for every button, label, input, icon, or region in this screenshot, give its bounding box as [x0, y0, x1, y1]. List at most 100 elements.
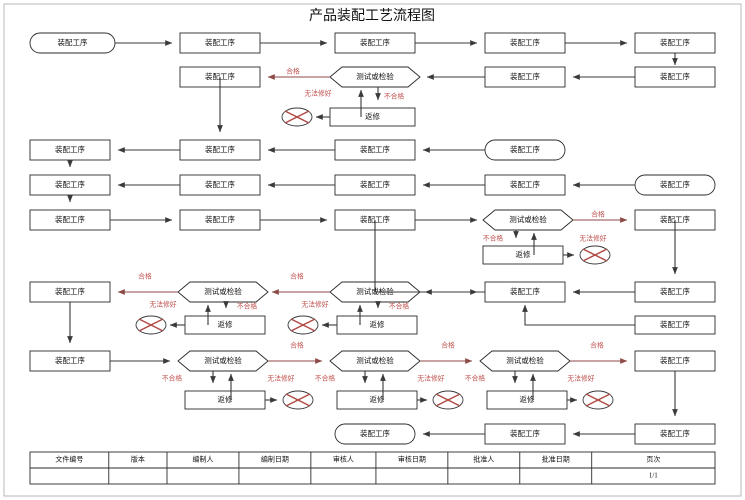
- flow-node[interactable]: 装配工序: [484, 281, 566, 303]
- flow-node[interactable]: 返修: [184, 315, 266, 335]
- footer-header-cell: 审核人: [333, 455, 354, 464]
- flow-node[interactable]: 装配工序: [484, 139, 566, 161]
- flow-node[interactable]: 装配工序: [484, 66, 566, 88]
- flow-node[interactable]: 装配工序: [179, 174, 261, 196]
- node-label: 装配工序: [510, 179, 540, 189]
- flow-node[interactable]: [432, 390, 464, 410]
- edge-label: 不合格: [237, 302, 258, 311]
- node-layer: 装配工序装配工序装配工序装配工序装配工序装配工序测试或检验装配工序装配工序返修装…: [29, 32, 716, 445]
- flow-node[interactable]: 装配工序: [29, 209, 111, 231]
- flow-node[interactable]: [582, 390, 614, 410]
- flow-node[interactable]: 测试或检验: [329, 350, 421, 372]
- decision-hexagon[interactable]: [482, 209, 574, 231]
- decision-hexagon[interactable]: [479, 350, 571, 372]
- flow-node[interactable]: 装配工序: [334, 32, 416, 54]
- flow-node[interactable]: 返修: [486, 390, 568, 410]
- flow-node[interactable]: [282, 390, 314, 410]
- flow-node[interactable]: 装配工序: [334, 423, 416, 445]
- node-label: 装配工序: [55, 144, 85, 154]
- flow-node[interactable]: 装配工序: [179, 32, 261, 54]
- node-label: 装配工序: [205, 144, 235, 154]
- node-label: 测试或检验: [509, 214, 547, 224]
- footer-value-cell: 1/1: [649, 472, 658, 480]
- red-x-icon: [285, 393, 311, 407]
- decision-hexagon[interactable]: [177, 350, 269, 372]
- flow-node[interactable]: 装配工序: [29, 174, 111, 196]
- edge-label: 不合格: [465, 374, 486, 383]
- node-label: 装配工序: [55, 286, 85, 296]
- flow-node[interactable]: 测试或检验: [479, 350, 571, 372]
- flow-node[interactable]: 装配工序: [634, 174, 716, 196]
- flow-node[interactable]: 测试或检验: [177, 281, 269, 303]
- node-label: 装配工序: [660, 428, 690, 438]
- node-label: 装配工序: [660, 179, 690, 189]
- edge-label: 无法修好: [417, 374, 444, 383]
- flow-node[interactable]: [287, 315, 319, 335]
- red-x-icon: [284, 110, 310, 124]
- edge-label: 合格: [441, 341, 455, 350]
- node-label: 装配工序: [660, 214, 690, 224]
- flow-node[interactable]: 装配工序: [634, 281, 716, 303]
- edge-label: 不合格: [315, 374, 336, 383]
- flow-node[interactable]: 装配工序: [484, 32, 566, 54]
- page-title: 产品装配工艺流程图: [309, 8, 435, 24]
- flow-node[interactable]: 装配工序: [484, 423, 566, 445]
- node-label: 返修: [520, 394, 535, 404]
- edge-label: 无法修好: [301, 300, 328, 309]
- red-x-icon: [290, 318, 316, 332]
- flow-node[interactable]: 装配工序: [634, 350, 716, 372]
- flow-node[interactable]: 测试或检验: [482, 209, 574, 231]
- flow-node[interactable]: 装配工序: [179, 209, 261, 231]
- flow-node[interactable]: 测试或检验: [177, 350, 269, 372]
- flow-node[interactable]: 装配工序: [29, 281, 111, 303]
- edge-label: 无法修好: [567, 374, 594, 383]
- flow-node[interactable]: 装配工序: [179, 139, 261, 161]
- flow-node[interactable]: 装配工序: [334, 174, 416, 196]
- edge-label: 合格: [290, 272, 304, 281]
- flow-node[interactable]: 装配工序: [29, 32, 116, 54]
- node-label: 返修: [365, 111, 380, 121]
- flow-node[interactable]: 装配工序: [634, 66, 716, 88]
- footer-header-cell: 批准人: [473, 455, 494, 464]
- edge-label: 合格: [290, 341, 304, 350]
- flow-node[interactable]: 测试或检验: [329, 66, 421, 88]
- flow-node[interactable]: [281, 107, 313, 127]
- node-label: 返修: [516, 249, 531, 259]
- flow-node[interactable]: 装配工序: [334, 139, 416, 161]
- terminator-box[interactable]: [334, 423, 416, 445]
- flow-node[interactable]: 装配工序: [484, 174, 566, 196]
- flow-node[interactable]: [579, 245, 611, 265]
- flow-node[interactable]: 装配工序: [634, 315, 716, 335]
- flow-node[interactable]: 返修: [336, 390, 418, 410]
- node-label: 装配工序: [510, 286, 540, 296]
- edge-label: 合格: [286, 67, 300, 76]
- footer-table: 文件编号版本编制人编制日期审核人审核日期批准人批准日期页次1/1: [29, 451, 716, 485]
- footer-header-cell: 审核日期: [398, 455, 426, 464]
- node-label: 装配工序: [360, 179, 390, 189]
- flow-node[interactable]: 装配工序: [634, 32, 716, 54]
- flow-node[interactable]: 返修: [336, 315, 418, 335]
- edge-label: 合格: [590, 341, 604, 350]
- flow-node[interactable]: 返修: [329, 107, 416, 127]
- edge-label: 无法修好: [579, 234, 606, 243]
- edge-label-layer: 合格不合格无法修好合格不合格无法修好合格合格不合格无法修好不合格无法修好合格不合…: [138, 67, 607, 383]
- node-label: 装配工序: [205, 214, 235, 224]
- node-label: 装配工序: [55, 214, 85, 224]
- node-label: 装配工序: [660, 71, 690, 81]
- flow-node[interactable]: 装配工序: [634, 423, 716, 445]
- edge-label: 不合格: [389, 302, 410, 311]
- node-label: 返修: [370, 319, 385, 329]
- node-label: 装配工序: [510, 428, 540, 438]
- node-label: 返修: [218, 394, 233, 404]
- decision-hexagon[interactable]: [329, 350, 421, 372]
- flow-node[interactable]: 返修: [184, 390, 266, 410]
- edge-label: 合格: [138, 272, 152, 281]
- flow-node[interactable]: [135, 315, 167, 335]
- footer-header-cell: 编制人: [192, 455, 213, 464]
- flow-node[interactable]: 装配工序: [29, 139, 111, 161]
- flow-node[interactable]: 返修: [482, 245, 564, 265]
- node-label: 装配工序: [360, 37, 390, 47]
- flow-node[interactable]: 装配工序: [29, 350, 111, 372]
- node-label: 装配工序: [360, 214, 390, 224]
